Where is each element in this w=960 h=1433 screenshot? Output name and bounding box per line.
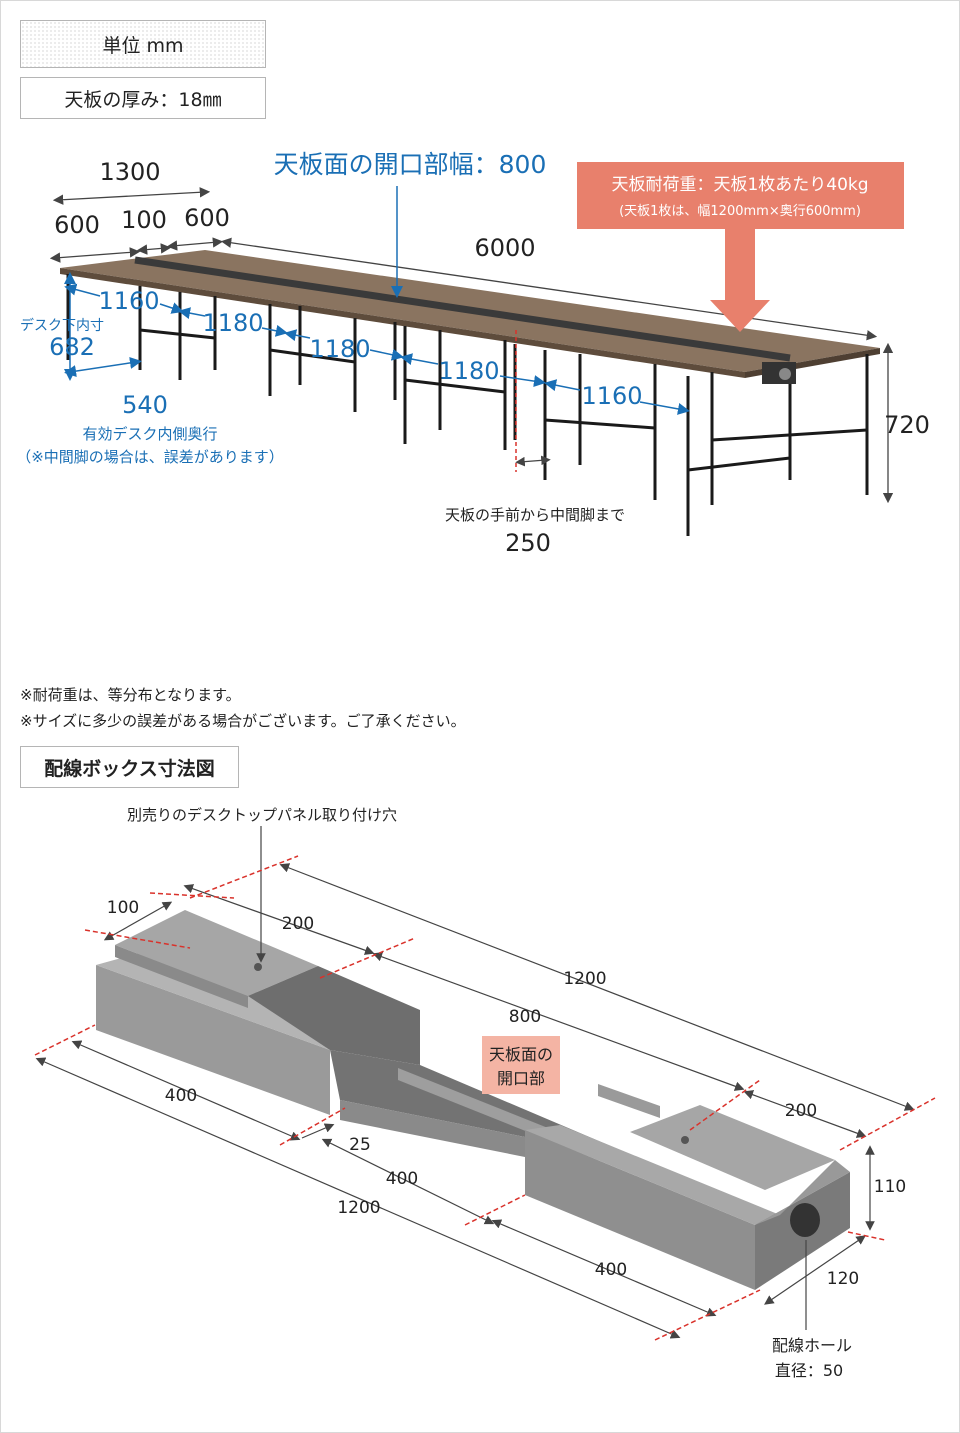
total-depth-label: 1300: [99, 158, 160, 186]
hole-label-2: 直径：50: [775, 1361, 843, 1380]
dim-100-label: 100: [107, 898, 139, 918]
leg-spacing-1-label: 1160: [98, 287, 159, 315]
dim-200-right-label: 200: [785, 1101, 817, 1121]
dim-1200-bottom-label: 1200: [337, 1198, 380, 1218]
mid-leg-value: 250: [505, 529, 551, 557]
dim-800-label: 800: [509, 1007, 541, 1027]
hole-label-1: 配線ホール: [772, 1336, 852, 1355]
dim-25-label: 25: [349, 1135, 371, 1155]
panel-hole-label: 別売りのデスクトップパネル取り付け穴: [127, 806, 397, 824]
load-callout-line1: 天板耐荷重：天板1枚あたり40kg: [611, 175, 868, 195]
dim-200-top-label: 200: [282, 914, 314, 934]
load-callout-line2: (天板1枚は、幅1200mm×奥行600mm): [619, 204, 861, 219]
height-label: 720: [884, 411, 930, 439]
note-tolerance: ※サイズに多少の誤差がある場合がございます。ご了承ください。: [20, 712, 466, 730]
dim-400-a-label: 400: [165, 1086, 197, 1106]
opening-label-2: 開口部: [497, 1069, 545, 1088]
desk-dimension-lines: [49, 187, 894, 504]
desk-wiring-hole: [779, 368, 791, 380]
inner-depth-label: 有効デスク内側奥行: [82, 425, 217, 443]
mid-leg-label: 天板の手前から中間脚まで: [445, 506, 625, 524]
leg-spacing-5-label: 1160: [581, 382, 642, 410]
dim-120-label: 120: [827, 1269, 859, 1289]
dim-400-c-label: 400: [595, 1260, 627, 1280]
desk-illustration: [60, 250, 880, 536]
thickness-label: 天板の厚み：18㎜: [20, 77, 266, 119]
dim-400-b-label: 400: [386, 1169, 418, 1189]
leg-spacing-2-label: 1180: [202, 309, 263, 337]
dim-110-label: 110: [874, 1177, 906, 1197]
under-desk-label: デスク下内寸: [20, 317, 104, 334]
inner-depth-value: 540: [122, 391, 168, 419]
box-dimension-lines: [35, 826, 915, 1339]
desk-blue-dimension-lines: [64, 186, 690, 415]
leg-spacing-4-label: 1180: [438, 357, 499, 385]
note-load: ※耐荷重は、等分布となります。: [20, 686, 241, 704]
top-depth-left-label: 600: [54, 211, 100, 239]
under-desk-value: 682: [49, 333, 95, 361]
dim-1200-top-label: 1200: [563, 969, 606, 989]
opening-width-label: 天板面の開口部幅：800: [274, 150, 547, 179]
unit-label: 単位 mm: [20, 20, 266, 68]
opening-label-box: [482, 1036, 560, 1094]
mid-leg-dimension-line: [515, 455, 551, 467]
wiring-box-title: 配線ボックス寸法図: [20, 746, 239, 788]
wiring-hole: [790, 1203, 820, 1237]
opening-label-1: 天板面の: [489, 1045, 553, 1064]
leg-spacing-3-label: 1180: [309, 335, 370, 363]
inner-depth-note: （※中間脚の場合は、誤差があります）: [16, 448, 284, 466]
total-length-label: 6000: [474, 234, 535, 262]
load-callout: 天板耐荷重：天板1枚あたり40kg (天板1枚は、幅1200mm×奥行600mm…: [577, 162, 904, 332]
opening-depth-label: 100: [121, 206, 167, 234]
box-red-reference-lines: [34, 855, 936, 1341]
top-depth-right-label: 600: [184, 204, 230, 232]
